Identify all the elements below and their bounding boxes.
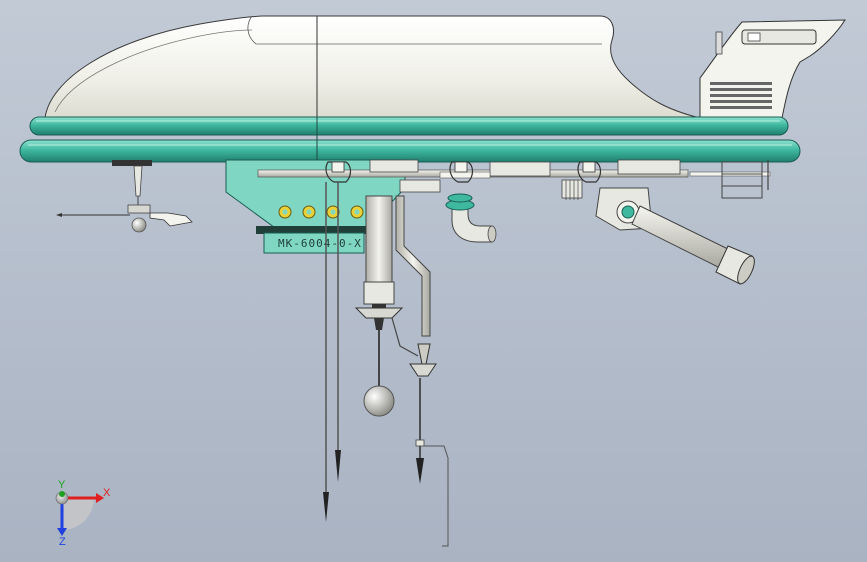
rear-tower[interactable]	[699, 19, 846, 119]
pendulum-ball[interactable]	[363, 385, 395, 417]
upper-rail[interactable]	[29, 116, 789, 136]
tower-handle[interactable]	[741, 29, 817, 45]
clamp-1[interactable]	[325, 161, 352, 183]
clamp-2[interactable]	[449, 161, 474, 183]
x-axis-label: X	[103, 487, 111, 499]
tower-vent	[710, 82, 772, 109]
clamp-3[interactable]	[577, 161, 602, 183]
left-probe-assembly[interactable]	[56, 160, 193, 233]
elbow-pipe[interactable]	[445, 193, 497, 243]
center-column[interactable]	[354, 195, 404, 417]
connector-block[interactable]	[561, 179, 583, 200]
rear-ladder[interactable]	[721, 160, 769, 199]
bent-tube[interactable]	[391, 195, 449, 547]
lower-rail[interactable]	[19, 139, 801, 163]
probe-rods[interactable]	[323, 182, 341, 522]
z-axis-label: Z	[59, 536, 66, 548]
horizontal-pipe-run[interactable]	[257, 159, 771, 200]
label-plate[interactable]: MK-6004-0-X	[256, 226, 366, 254]
plate-label: MK-6004-0-X	[278, 237, 362, 250]
y-axis-label: Y	[58, 479, 66, 491]
arm-pivot[interactable]	[621, 205, 635, 219]
y-axis	[59, 491, 65, 497]
angled-arm[interactable]	[595, 187, 758, 286]
hull-cowling[interactable]	[44, 15, 701, 160]
coordinate-triad: X Y Z	[55, 479, 111, 548]
